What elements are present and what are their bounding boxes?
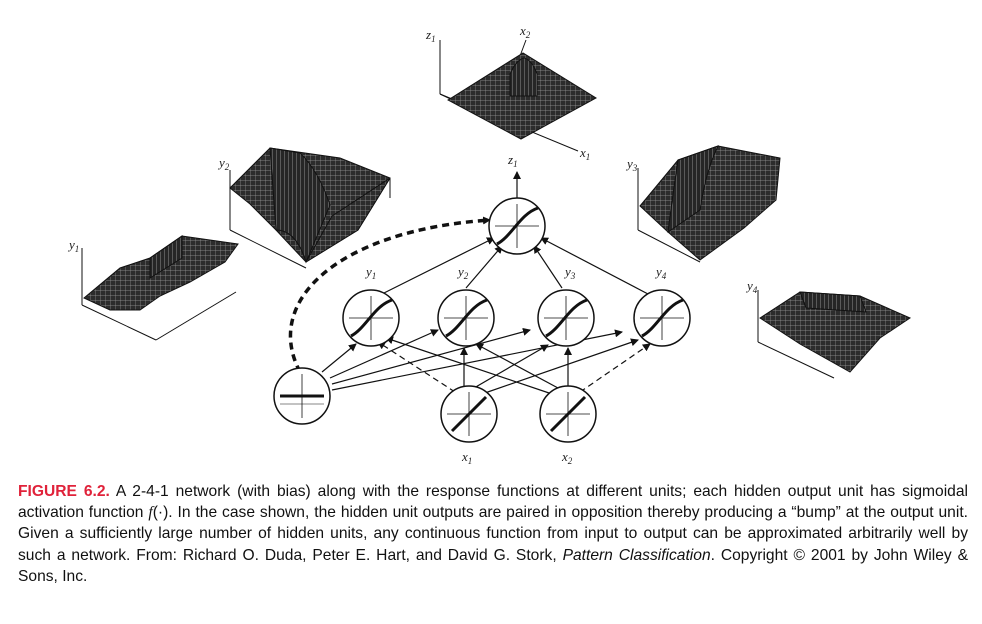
network-diagram: z1 x2 x1 y2 y1 y3 y4	[67, 23, 912, 466]
z1-axis-label: z1	[425, 27, 436, 44]
figure-label: FIGURE 6.2.	[18, 483, 110, 500]
figure-caption: FIGURE 6.2. A 2-4-1 network (with bias) …	[18, 481, 968, 587]
y4-node-label: y4	[654, 264, 667, 281]
y2-axis-label: y2	[217, 155, 230, 172]
bias-node	[273, 367, 331, 425]
y3-axis-label: y3	[625, 156, 638, 173]
surface-plot-y3: y3	[625, 145, 781, 263]
surface-plot-z1: z1 x2 x1	[425, 23, 597, 162]
y1-axis-label: y1	[67, 237, 79, 254]
caption-text-2: . In the case shown, the hidden unit out…	[18, 504, 968, 564]
activation-function-args: (·)	[152, 504, 169, 522]
surface-plot-y1: y1	[67, 235, 239, 341]
activation-function-symbol: f	[148, 504, 153, 522]
hidden-node-y2	[437, 289, 495, 347]
hidden-node-y3	[537, 289, 595, 347]
x2-axis-label: x2	[519, 23, 531, 40]
hidden-node-y1	[342, 289, 400, 347]
z1-node-label: z1	[507, 152, 518, 169]
y4-axis-label: y4	[745, 278, 758, 295]
y1-node-label: y1	[364, 264, 376, 281]
x2-node-label: x2	[561, 449, 573, 466]
book-title: Pattern Classification	[562, 546, 711, 564]
hidden-node-y4	[633, 289, 691, 347]
input-node-x2	[539, 385, 597, 443]
surface-plot-y4: y4	[745, 278, 912, 379]
caption-text-1: A 2-4-1 network (with bias) along with t…	[18, 483, 968, 522]
input-node-x1	[440, 385, 498, 443]
caption-text-3: . Copyright © 2001 by John Wiley & Sons,…	[18, 546, 968, 585]
x1-axis-label: x1	[579, 145, 590, 162]
y2-node-label: y2	[456, 264, 469, 281]
bias-to-output-edge	[288, 216, 491, 373]
x1-node-label: x1	[461, 449, 472, 466]
surface-plot-y2: y2	[217, 147, 391, 269]
output-node-z1	[488, 197, 546, 255]
y3-node-label: y3	[563, 264, 576, 281]
